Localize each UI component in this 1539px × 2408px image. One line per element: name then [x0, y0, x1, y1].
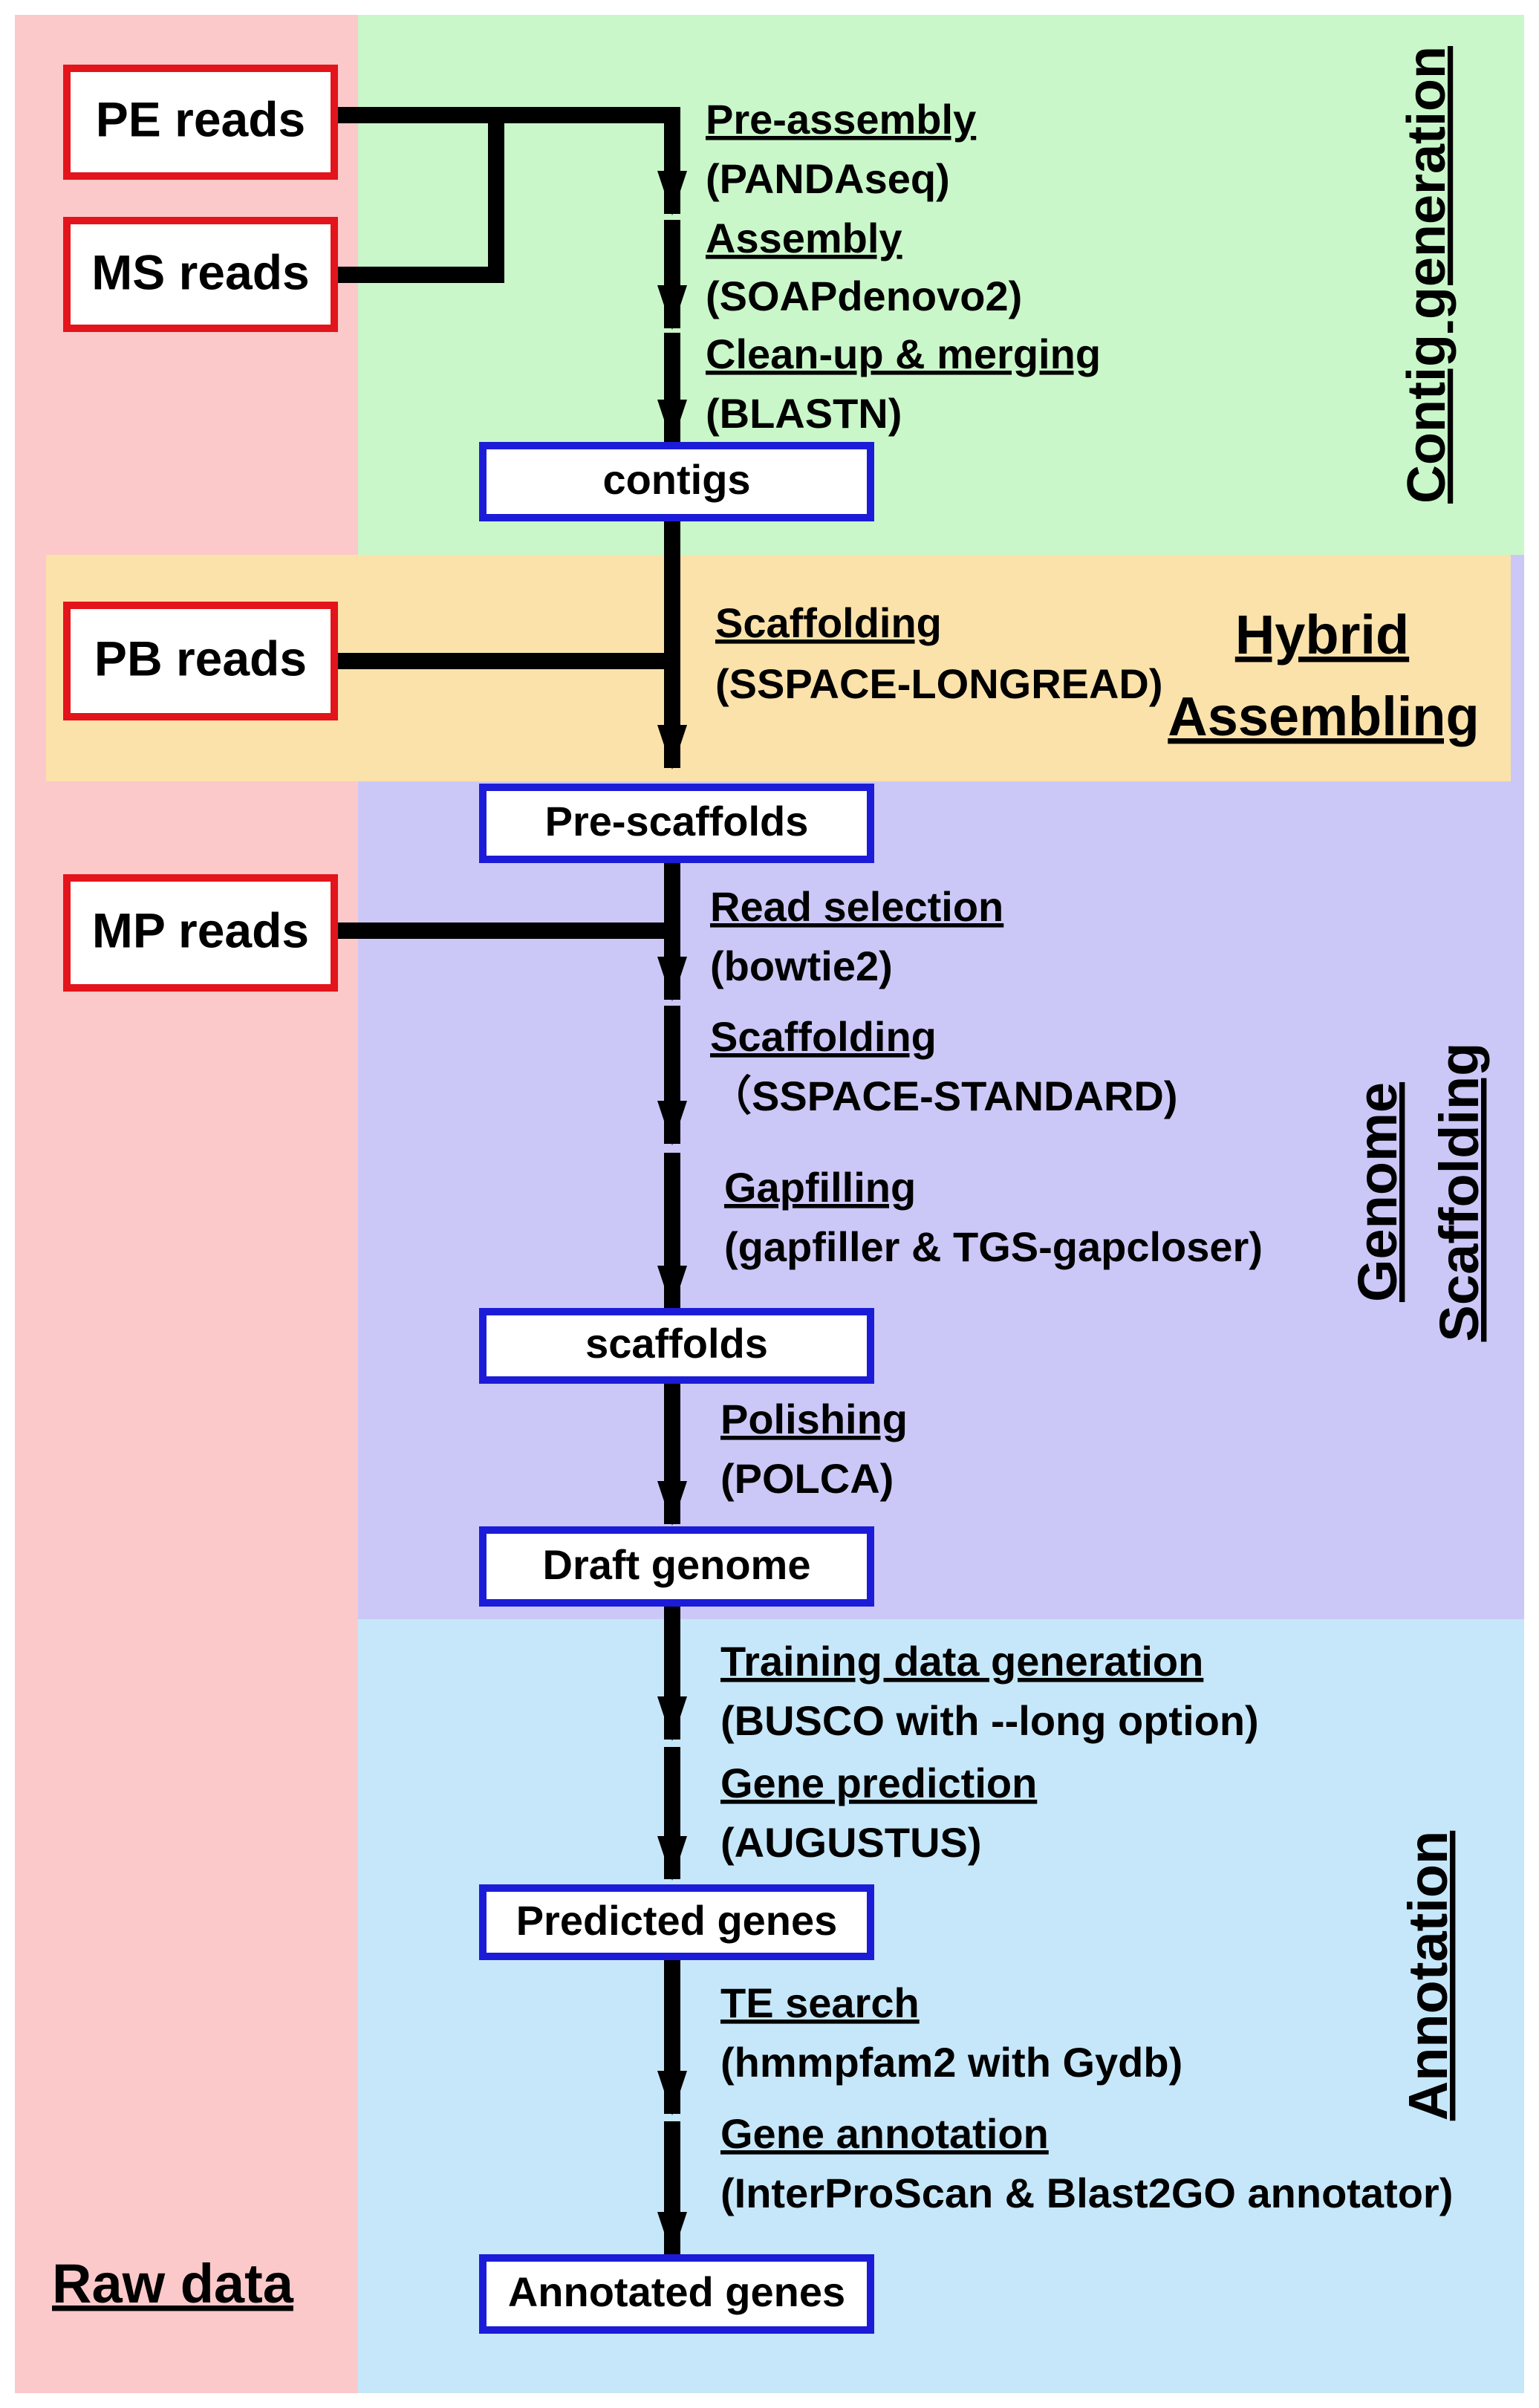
pre-scaffolds-box: [479, 784, 874, 863]
section-labels: Raw data Contig generation Hybrid Assemb…: [52, 46, 1490, 2314]
mp-reads-label: MP reads: [92, 902, 309, 957]
pe-reads-label: PE reads: [96, 91, 306, 146]
step-tool: (POLCA): [720, 1455, 894, 1502]
raw-data-panel: [15, 15, 358, 2393]
step-tool: (InterProScan & Blast2GO annotator): [720, 2170, 1453, 2216]
input-connectors: [336, 107, 672, 939]
step-title: Gene prediction: [720, 1760, 1037, 1806]
step-tool: (BLASTN): [706, 390, 902, 437]
step-title: TE search: [720, 1979, 920, 2026]
step-tool: (gapfiller & TGS-gapcloser): [724, 1223, 1263, 1270]
contigs-label: contigs: [602, 456, 750, 503]
annotation-label: Annotation: [1397, 1831, 1459, 2121]
step-title: Polishing: [720, 1396, 908, 1442]
raw-data-label: Raw data: [52, 2253, 294, 2314]
step-tool: (AUGUSTUS): [720, 1819, 982, 1866]
step-title: Read selection: [710, 883, 1003, 930]
predicted-genes-box: [479, 1884, 874, 1960]
step-title: Scaffolding: [715, 599, 942, 646]
scaffolding-label: Scaffolding: [1428, 1043, 1490, 1342]
draft-genome-label: Draft genome: [543, 1541, 811, 1588]
predicted-genes-label: Predicted genes: [516, 1897, 838, 1944]
step-tool: (SOAPdenovo2): [706, 273, 1022, 319]
step-title: Gene annotation: [720, 2110, 1049, 2157]
product-boxes: contigs Pre-scaffolds scaffolds Draft ge…: [479, 442, 874, 2334]
step-title: Pre-assembly: [706, 96, 976, 143]
step-tool: (PANDAseq): [706, 155, 950, 202]
step-title: Scaffolding: [710, 1013, 937, 1060]
ms-connector: [336, 115, 504, 283]
input-boxes: PE reads MS reads PB reads MP reads: [63, 65, 338, 992]
step-title: Gapfilling: [724, 1164, 916, 1211]
scaffolds-box: [479, 1308, 874, 1384]
step-tool: (hmmpfam2 with Gydb): [720, 2039, 1182, 2086]
step-title: Training data generation: [720, 1638, 1203, 1685]
step-title: Clean-up & merging: [706, 331, 1101, 377]
assembling-label: Assembling: [1168, 686, 1479, 747]
pb-reads-label: PB reads: [94, 631, 307, 686]
step-tool: (SSPACE-LONGREAD): [715, 660, 1163, 707]
draft-genome-box: [479, 1526, 874, 1607]
pe-reads-box: [63, 65, 338, 180]
contig-generation-label: Contig generation: [1397, 46, 1457, 504]
ms-reads-label: MS reads: [91, 244, 309, 299]
step-title: Assembly: [706, 215, 902, 261]
step-tool: (bowtie2): [710, 943, 893, 989]
genome-label: Genome: [1347, 1082, 1408, 1302]
step-tool: （SSPACE-STANDARD): [710, 1073, 1177, 1119]
contigs-box: [479, 442, 874, 521]
ms-reads-box: [63, 217, 338, 332]
pb-reads-box: [63, 602, 338, 720]
mp-reads-box: [63, 874, 338, 992]
step-labels: Pre-assembly (PANDAseq) Assembly (SOAPde…: [706, 96, 1453, 2216]
hybrid-label: Hybrid: [1235, 604, 1409, 666]
annotated-genes-box: [479, 2254, 874, 2334]
step-tool: (BUSCO with --long option): [720, 1697, 1259, 1744]
pre-scaffolds-label: Pre-scaffolds: [545, 798, 809, 845]
scaffolds-label: scaffolds: [585, 1320, 768, 1367]
annotated-genes-label: Annotated genes: [508, 2268, 845, 2315]
